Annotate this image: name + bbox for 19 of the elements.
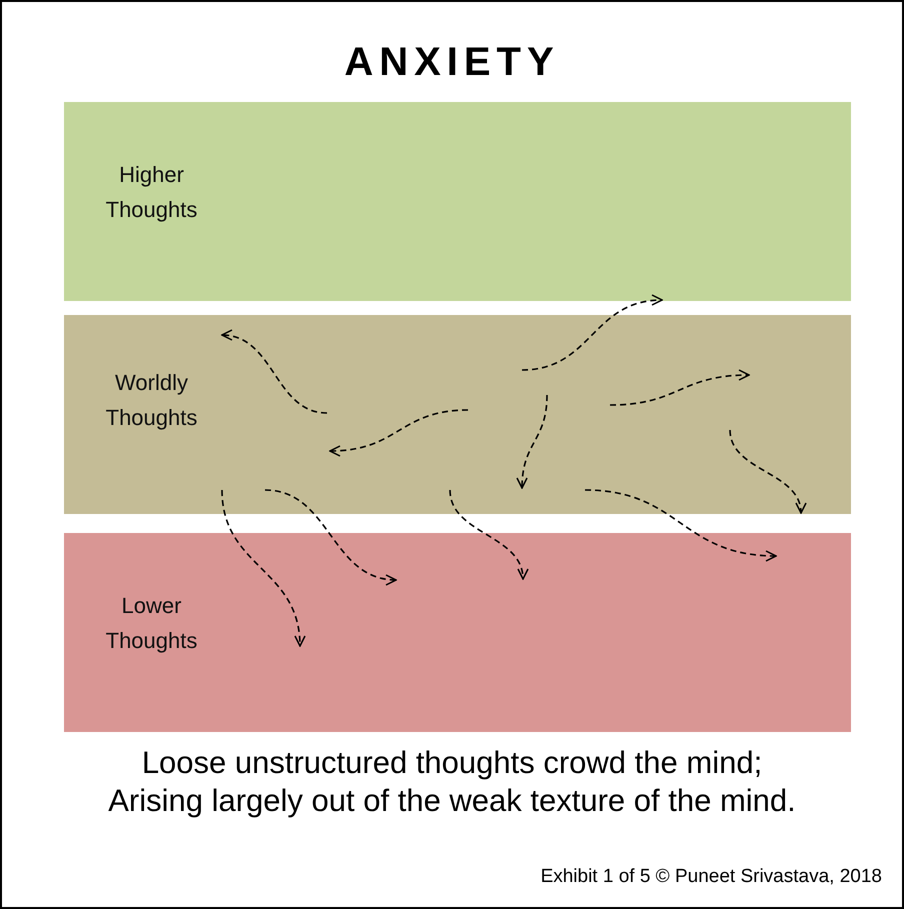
- category-band: [64, 102, 851, 301]
- dashed-arrow: [221, 490, 305, 647]
- caption: Loose unstructured thoughts crowd the mind; Arising largely out of the weak texture of the mind.: [107, 744, 797, 820]
- title: ANXIETY: [343, 40, 561, 85]
- dashed-arrow: [516, 394, 548, 489]
- dashed-arrow: [522, 295, 663, 371]
- dashed-arrow: [729, 430, 806, 514]
- band-label: Worldly Thoughts: [104, 369, 198, 432]
- category-band: [64, 533, 851, 732]
- dashed-arrow: [221, 330, 328, 414]
- dashed-arrow: [610, 370, 750, 406]
- dashed-arrow: [329, 409, 468, 456]
- band-label: Lower Thoughts: [104, 592, 198, 655]
- credit-note: Exhibit 1 of 5 © Puneet Srivastava, 2018: [540, 866, 882, 888]
- dashed-arrow: [449, 490, 528, 580]
- category-band: [64, 315, 851, 514]
- dashed-arrow: [584, 489, 777, 562]
- dashed-arrow: [264, 489, 397, 585]
- band-label: Higher Thoughts: [104, 161, 198, 224]
